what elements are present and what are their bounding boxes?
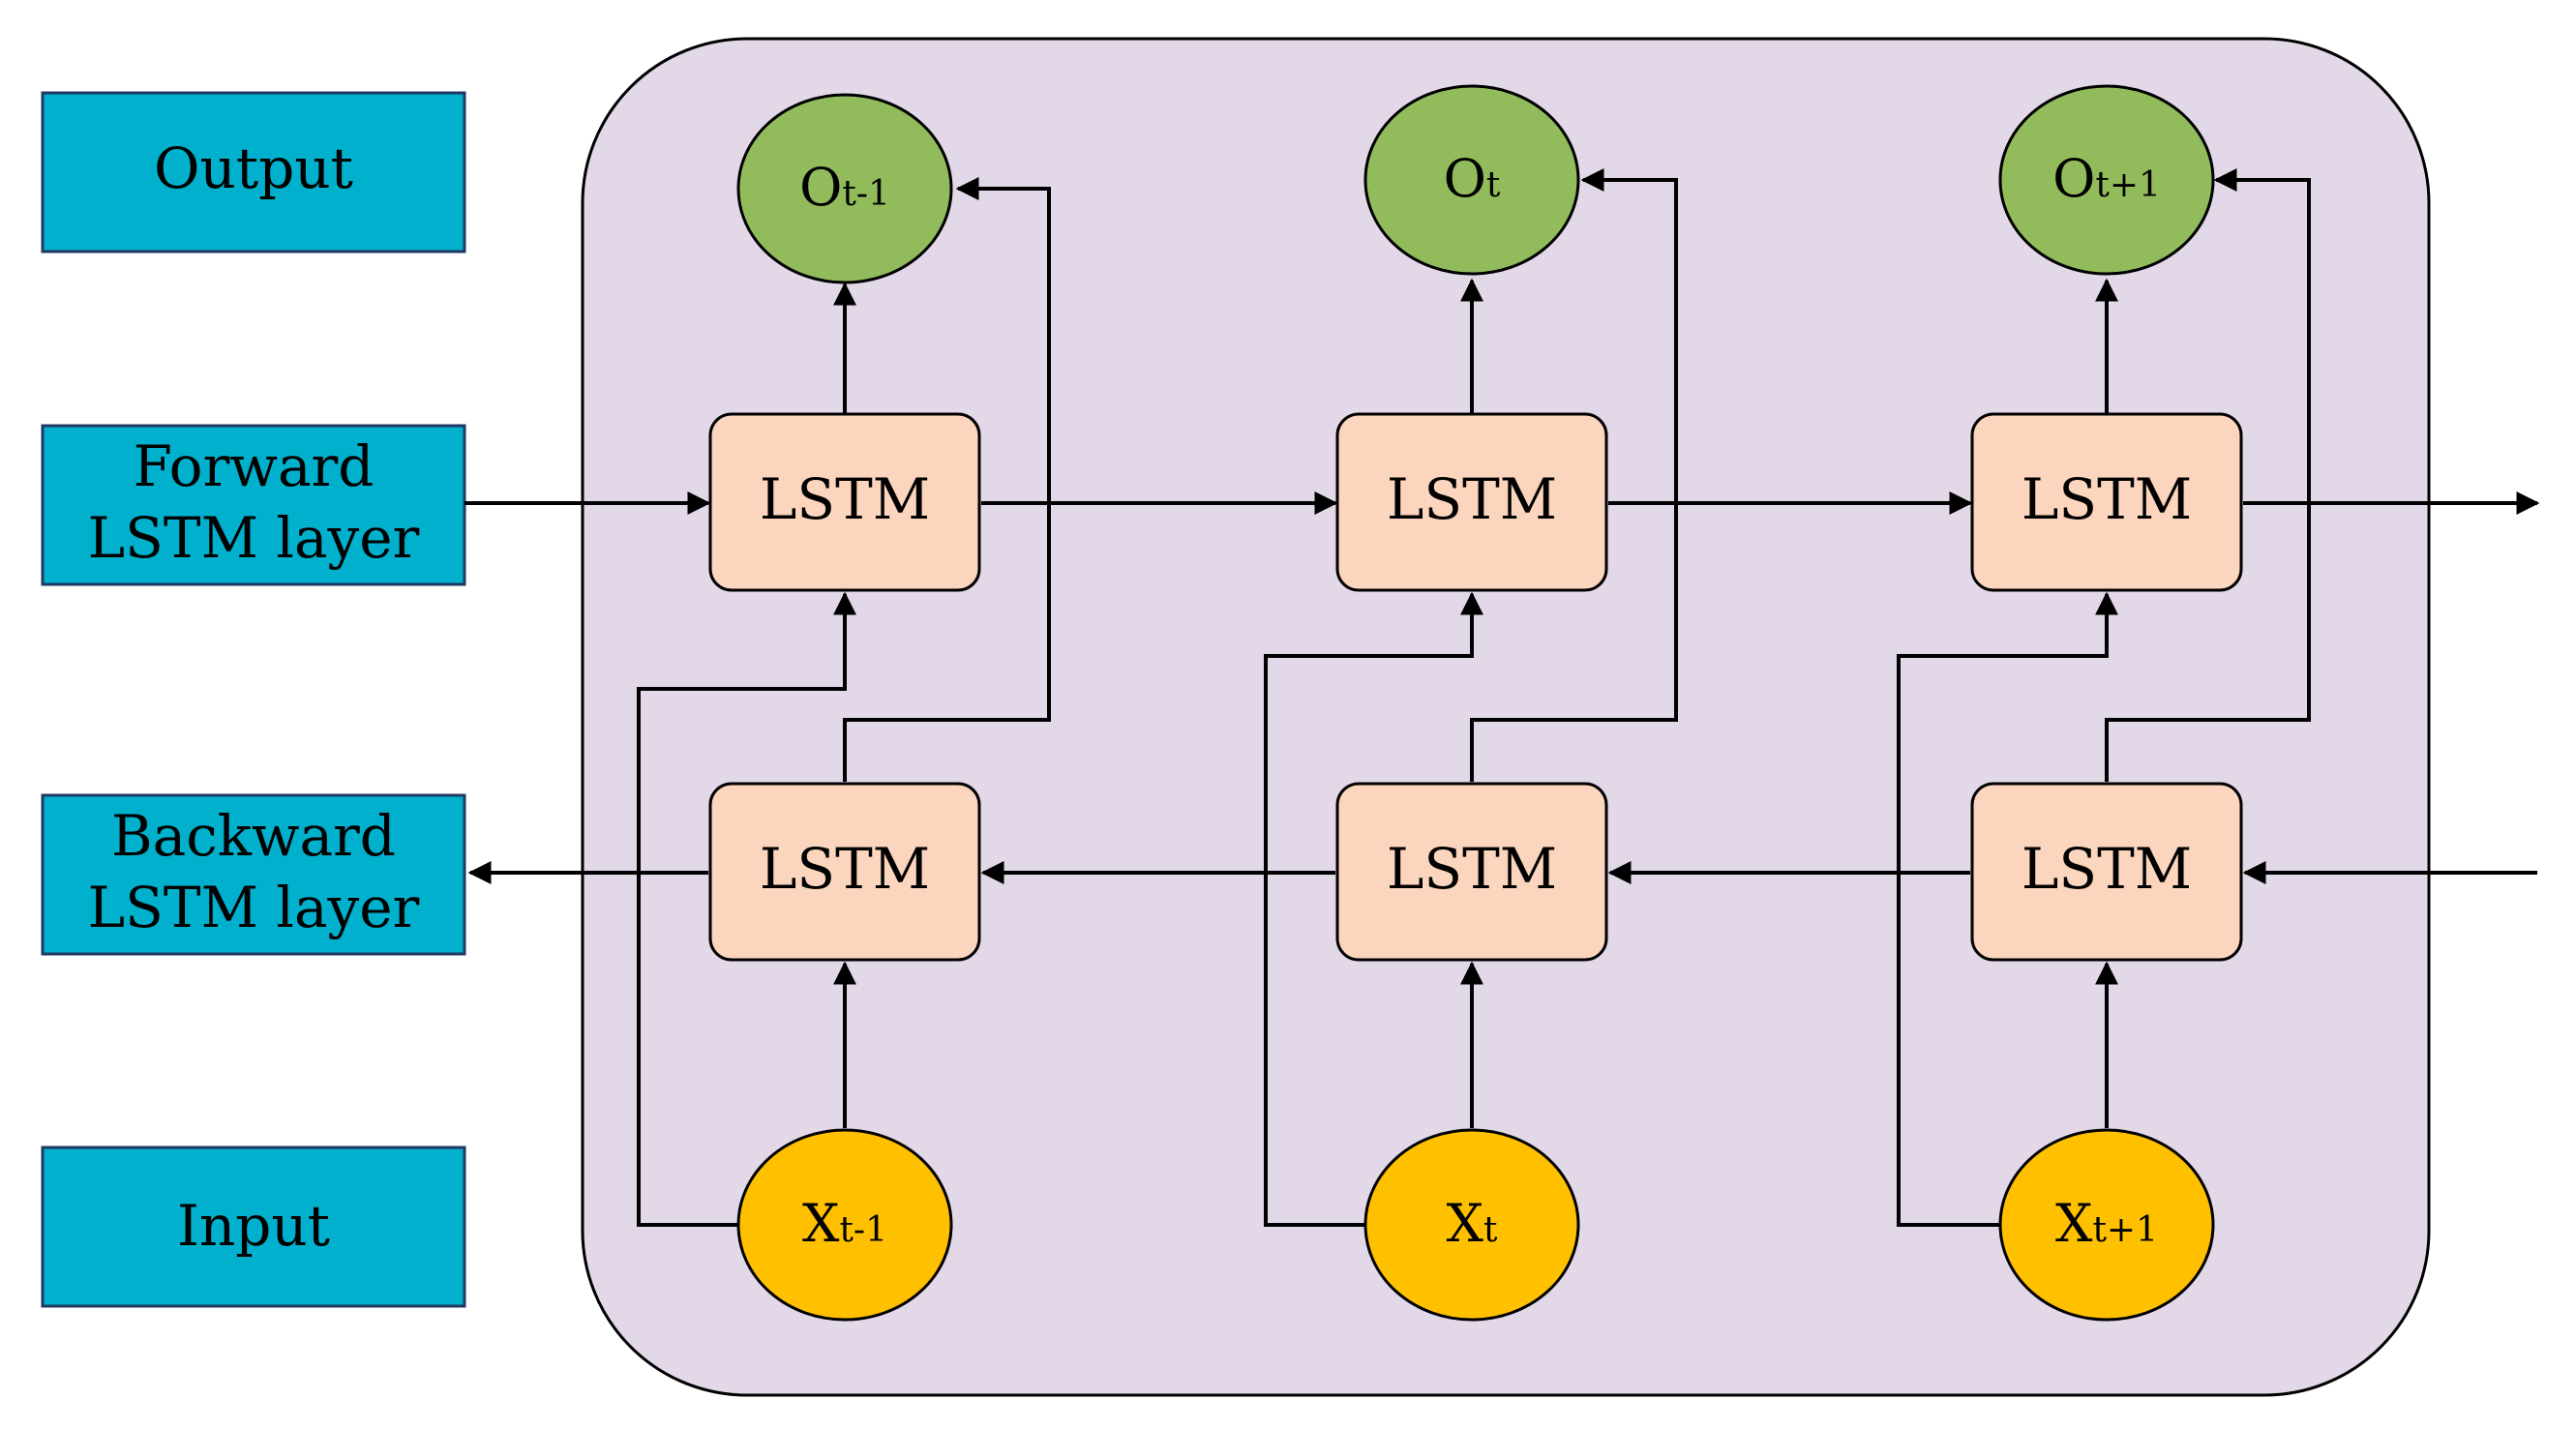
input-node-label: Xt (1447, 1193, 1498, 1254)
backward-layer-label-line2: LSTM layer (88, 875, 420, 940)
forward-layer-label-line2: LSTM layer (88, 505, 420, 571)
output-node-label: Ot-1 (799, 157, 890, 218)
step1-input-to-forward (637, 591, 856, 1227)
step-2: Ot LSTM LSTM Xt (1335, 84, 1608, 1322)
backward-layer-label-box: Backward LSTM layer (41, 793, 466, 956)
forward-layer-label-line1: Forward (134, 433, 374, 499)
input-layer-label: Input (177, 1193, 330, 1259)
input-node-label: Xt+1 (2055, 1193, 2158, 1254)
forward-lstm-label: LSTM (1387, 466, 1557, 532)
backward-lstm-label: LSTM (2022, 836, 2192, 902)
output-node-t-plus-1 (1998, 84, 2215, 276)
output-node-t (1363, 84, 1580, 276)
connections (464, 168, 2540, 1227)
backward-lstm-label: LSTM (1387, 836, 1557, 902)
input-node-label: Xt-1 (802, 1193, 887, 1254)
backward-layer-label-line1: Backward (111, 803, 396, 869)
forward-layer-label-box: Forward LSTM layer (41, 424, 466, 586)
forward-lstm-cell (1335, 412, 1608, 592)
input-layer-label-box: Input (41, 1146, 466, 1308)
step3-input-to-forward (1897, 591, 2118, 1227)
output-node-label: Ot (1444, 148, 1501, 209)
input-node-t-minus-1 (736, 1128, 953, 1322)
backward-lstm-label: LSTM (760, 836, 930, 902)
output-layer-label-box: Output (41, 91, 466, 253)
step-3: Ot+1 LSTM LSTM Xt+1 (1970, 84, 2243, 1322)
step2-input-to-forward (1264, 591, 1483, 1227)
forward-lstm-label: LSTM (2022, 466, 2192, 532)
output-layer-label: Output (154, 135, 353, 201)
step-1: Ot-1 LSTM LSTM Xt-1 (708, 93, 981, 1322)
backward-lstm-cell (1970, 782, 2243, 962)
output-node-label: Ot+1 (2052, 148, 2161, 209)
forward-lstm-label: LSTM (760, 466, 930, 532)
step1-backward-to-output (843, 177, 1051, 782)
network-panel (581, 37, 2431, 1397)
backward-lstm-cell (708, 782, 981, 962)
step2-backward-to-output (1470, 168, 1678, 782)
forward-lstm-cell (1970, 412, 2243, 592)
input-node-t (1363, 1128, 1580, 1322)
backward-lstm-cell (1335, 782, 1608, 962)
forward-lstm-cell (708, 412, 981, 592)
input-node-t-plus-1 (1998, 1128, 2215, 1322)
output-node-t-minus-1 (736, 93, 953, 284)
step3-backward-to-output (2105, 168, 2311, 782)
